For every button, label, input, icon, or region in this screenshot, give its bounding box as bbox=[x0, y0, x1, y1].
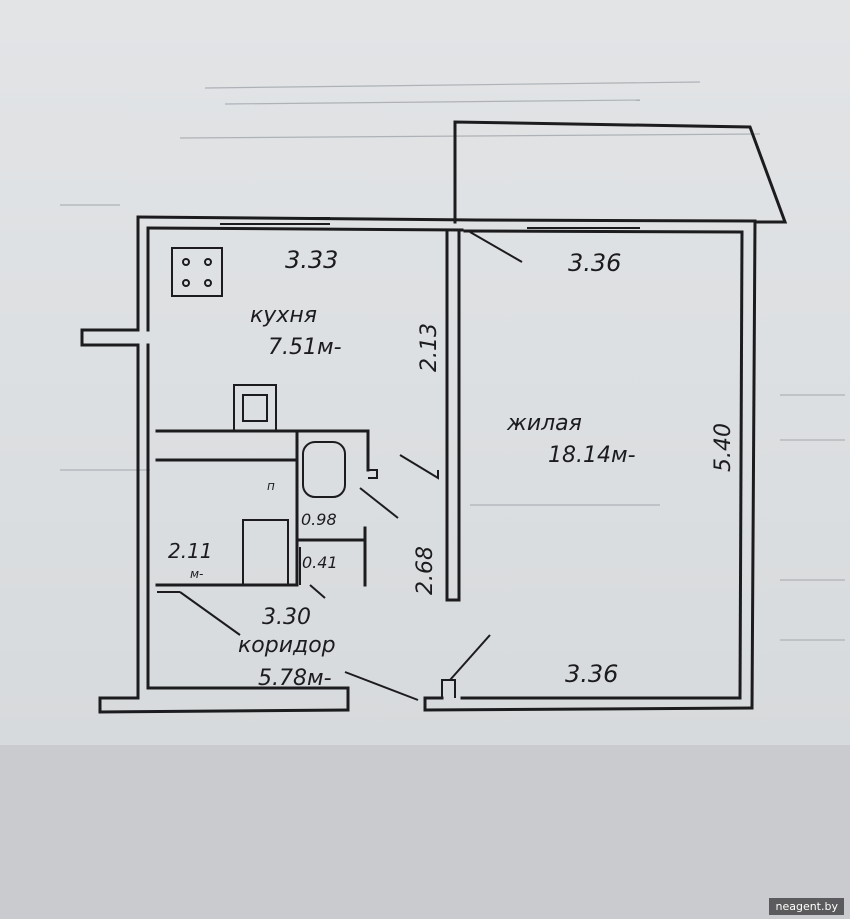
outer-walls bbox=[80, 215, 757, 714]
living-name: жилая bbox=[506, 411, 582, 436]
closet-area: 2.11 bbox=[168, 539, 213, 563]
corridor-length: 2.68 bbox=[413, 546, 438, 595]
entry-door bbox=[344, 634, 491, 701]
kitchen-width-top: 3.33 bbox=[285, 246, 338, 274]
corridor-width: 3.30 bbox=[262, 605, 311, 630]
living-depth: 5.40 bbox=[711, 423, 736, 472]
paper-sheet bbox=[0, 0, 850, 745]
stove bbox=[171, 247, 223, 297]
corridor-area: 5.78м- bbox=[258, 666, 332, 691]
living-width-bottom: 3.36 bbox=[565, 660, 618, 688]
bathroom-area: 0.98 bbox=[301, 510, 337, 529]
corridor-name: коридор bbox=[238, 633, 336, 658]
scan-bottom-margin bbox=[0, 745, 850, 919]
kitchen-name: кухня bbox=[250, 303, 317, 328]
living-width-top: 3.36 bbox=[568, 249, 621, 277]
watermark: neagent.by bbox=[769, 898, 844, 915]
balcony bbox=[453, 120, 788, 224]
faded-print bbox=[60, 81, 845, 641]
kitchen-depth: 2.13 bbox=[417, 323, 442, 372]
partition-wall bbox=[399, 228, 523, 602]
kitchen-sink bbox=[233, 384, 277, 432]
floor-plan: 3.33 кухня 7.51м- 2.13 3.36 жилая 18.14м… bbox=[60, 81, 845, 714]
closet-unit: м- bbox=[190, 567, 203, 581]
bathroom-block bbox=[295, 429, 399, 599]
toilet-area: 0.41 bbox=[302, 553, 338, 572]
closet-fixture bbox=[155, 519, 297, 636]
living-area: 18.14м- bbox=[548, 443, 636, 468]
closet-marker: п bbox=[267, 479, 275, 493]
kitchen-area: 7.51м- bbox=[268, 335, 342, 360]
